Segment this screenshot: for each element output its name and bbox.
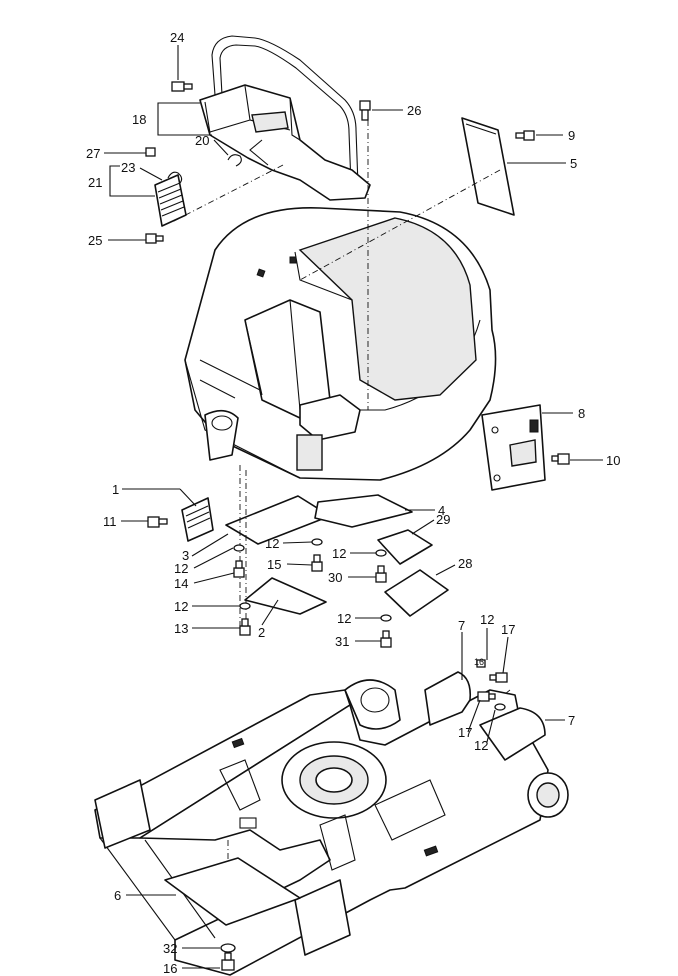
bolt-25-icon xyxy=(145,233,164,244)
callout-32: 32 xyxy=(163,941,177,956)
bolt-10-icon xyxy=(551,453,570,465)
callout-6: 6 xyxy=(114,888,121,903)
washer-32-icon xyxy=(220,943,236,953)
callout-labels: 24 26 18 9 20 5 27 23 21 25 8 10 1 11 4 … xyxy=(86,30,620,976)
callout-12: 12 xyxy=(337,611,351,626)
callout-12: 12 xyxy=(174,561,188,576)
under-cover-28 xyxy=(384,569,449,617)
bolt-16b-icon xyxy=(221,952,235,971)
callout-24: 24 xyxy=(170,30,184,45)
callout-23: 23 xyxy=(121,160,135,175)
callout-13: 13 xyxy=(174,621,188,636)
callout-1: 1 xyxy=(112,482,119,497)
bolt-31-icon xyxy=(380,630,392,648)
under-cover-2 xyxy=(244,577,327,615)
bottom-plate-6 xyxy=(164,857,301,926)
callout-12: 12 xyxy=(332,546,346,561)
bolt-14-icon xyxy=(233,560,245,578)
callout-12: 12 xyxy=(174,599,188,614)
callout-26: 26 xyxy=(407,103,421,118)
washer-12b-icon xyxy=(311,538,323,546)
bolt-16-icon xyxy=(476,659,486,668)
callout-28: 28 xyxy=(458,556,472,571)
under-cover-4 xyxy=(314,494,413,528)
callout-25: 25 xyxy=(88,233,102,248)
bolt-27-icon xyxy=(145,147,156,157)
callout-3: 3 xyxy=(182,548,189,563)
upper-frame-body xyxy=(184,207,497,481)
washer-12a-icon xyxy=(233,544,245,552)
callout-15: 15 xyxy=(267,557,281,572)
callout-10: 10 xyxy=(606,453,620,468)
callout-12: 12 xyxy=(474,738,488,753)
callout-21: 21 xyxy=(88,175,102,190)
callout-16: 16 xyxy=(474,657,484,667)
callout-12: 12 xyxy=(480,612,494,627)
cover-7-lower xyxy=(479,707,546,761)
callout-8: 8 xyxy=(578,406,585,421)
washer-12g-icon xyxy=(494,703,506,711)
callout-7: 7 xyxy=(568,713,575,728)
access-panel xyxy=(481,404,546,491)
callout-20: 20 xyxy=(195,133,209,148)
bolt-11-icon xyxy=(147,516,168,528)
washer-12c-icon xyxy=(375,549,387,557)
track-frame xyxy=(94,679,569,976)
callout-9: 9 xyxy=(568,128,575,143)
bolt-13-icon xyxy=(239,618,251,636)
plate-1 xyxy=(181,497,214,542)
callout-2: 2 xyxy=(258,625,265,640)
bolt-17b-icon xyxy=(477,691,496,702)
leader-lines xyxy=(104,45,603,969)
clip-part xyxy=(227,154,242,167)
callout-18: 18 xyxy=(132,112,146,127)
side-plate xyxy=(461,117,515,216)
washer-12e-icon xyxy=(380,614,392,622)
bolt-26-icon xyxy=(359,100,371,121)
bolt-9-icon xyxy=(515,130,535,141)
callout-5: 5 xyxy=(570,156,577,171)
callout-12: 12 xyxy=(265,536,279,551)
grille-assembly xyxy=(154,171,187,227)
callout-17: 17 xyxy=(501,622,515,637)
bolt-30-icon xyxy=(375,565,387,583)
callout-29: 29 xyxy=(436,512,450,527)
callout-16: 16 xyxy=(163,961,177,976)
callout-7: 7 xyxy=(458,618,465,633)
bolt-15-icon xyxy=(311,554,323,572)
callout-4: 4 xyxy=(438,503,445,518)
callout-11: 11 xyxy=(103,514,117,529)
bolt-17a-icon xyxy=(489,672,508,683)
callout-27: 27 xyxy=(86,146,100,161)
callout-31: 31 xyxy=(335,634,349,649)
callout-14: 14 xyxy=(174,576,188,591)
callout-30: 30 xyxy=(328,570,342,585)
callout-17: 17 xyxy=(458,725,472,740)
cover-7-upper xyxy=(424,671,472,726)
washer-12d-icon xyxy=(239,602,251,610)
fasteners xyxy=(145,81,570,971)
under-cover-29 xyxy=(377,529,433,565)
bolt-24-icon xyxy=(171,81,193,92)
rear-cover-assembly xyxy=(199,35,371,201)
